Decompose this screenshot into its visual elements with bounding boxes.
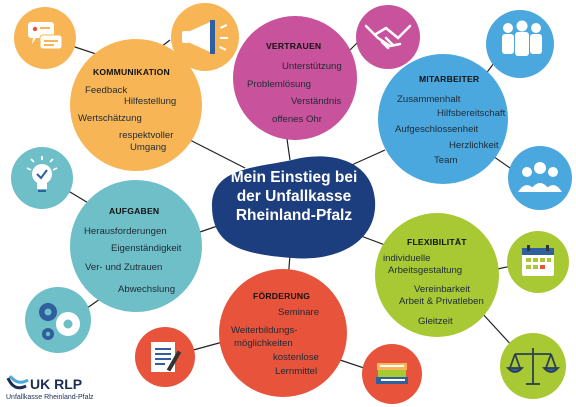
center-title-line-3: Rheinland-Pfalz bbox=[235, 207, 353, 224]
mitarbeiter-item: Aufgeschlossenheit bbox=[395, 124, 479, 135]
flexibilitaet-item: Gleitzeit bbox=[418, 316, 453, 327]
aufgaben-header: AUFGABEN bbox=[109, 206, 160, 216]
kommunikation-item: Wertschätzung bbox=[78, 113, 142, 124]
icon-circle-books bbox=[362, 344, 422, 404]
icon-circle-lightbulb bbox=[11, 147, 73, 209]
flexibilitaet-item: individuelle bbox=[383, 253, 431, 264]
foerderung-item: kostenlose bbox=[273, 352, 319, 363]
gears-icon bbox=[39, 303, 80, 340]
aufgaben-item: Abwechslung bbox=[118, 284, 176, 295]
foerderung-item: Lernmittel bbox=[275, 366, 318, 377]
kommunikation-item: Hilfestellung bbox=[124, 96, 177, 107]
center-blob bbox=[212, 156, 376, 259]
mitarbeiter-item: Herzlichkeit bbox=[449, 140, 499, 151]
megaphone-icon bbox=[182, 20, 228, 54]
vertrauen-item: Unterstützung bbox=[282, 61, 342, 72]
books-icon bbox=[376, 363, 408, 384]
flexibilitaet-item: Arbeitsgestaltung bbox=[388, 265, 463, 276]
icon-circle-chat bbox=[14, 7, 76, 69]
vertrauen-item: Problemlösung bbox=[247, 79, 311, 90]
vertrauen-header: VERTRAUEN bbox=[266, 41, 322, 51]
flexibilitaet-header: FLEXIBILITÄT bbox=[407, 237, 467, 247]
aufgaben-item: Eigenständigkeit bbox=[111, 243, 182, 254]
logo-subtitle: Unfallkasse Rheinland-Pfalz bbox=[6, 394, 94, 401]
circle-foerderung bbox=[219, 269, 347, 397]
mitarbeiter-item: Zusammenhalt bbox=[397, 94, 461, 105]
center-title: Mein Einstieg bei der Unfallkasse Rheinl… bbox=[212, 168, 376, 225]
icon-circle-document bbox=[135, 327, 195, 387]
circle-kommunikation bbox=[70, 39, 202, 171]
circle-flexibilitaet bbox=[375, 213, 499, 337]
lightbulb-icon bbox=[26, 156, 58, 192]
mitarbeiter-header: MITARBEITER bbox=[419, 74, 480, 84]
icon-circle-handshake bbox=[356, 5, 420, 69]
kommunikation-item: Umgang bbox=[130, 142, 167, 153]
team-people-icon bbox=[502, 20, 542, 56]
scales-icon bbox=[506, 348, 560, 385]
icon-circle-scales bbox=[500, 333, 566, 399]
document-pen-icon bbox=[151, 342, 182, 372]
foerderung-item: Weiterbildungs- bbox=[231, 325, 298, 336]
handshake-icon bbox=[364, 24, 412, 50]
chat-bubbles-icon bbox=[28, 22, 63, 50]
aufgaben-item: Ver- und Zutrauen bbox=[85, 262, 163, 273]
flexibilitaet-item: Vereinbarkeit bbox=[414, 284, 470, 295]
circle-vertrauen bbox=[233, 16, 357, 140]
calendar-icon bbox=[522, 245, 554, 276]
center-title-line-1: Mein Einstieg bei bbox=[230, 169, 358, 186]
flexibilitaet-item: Arbeit & Privatleben bbox=[399, 296, 484, 307]
group-people-icon bbox=[518, 162, 562, 192]
icon-circle-calendar bbox=[507, 231, 569, 293]
aufgaben-item: Herausforderungen bbox=[84, 226, 167, 237]
kommunikation-item: respektvoller bbox=[119, 130, 174, 141]
logo-name: UK RLP bbox=[30, 376, 83, 392]
foerderung-item: möglichkeiten bbox=[234, 338, 293, 349]
icon-circle-megaphone bbox=[171, 3, 239, 71]
vertrauen-item: offenes Ohr bbox=[272, 114, 322, 125]
vertrauen-item: Verständnis bbox=[291, 96, 342, 107]
mitarbeiter-item: Team bbox=[434, 155, 458, 166]
uk-rlp-logo-mark bbox=[6, 375, 29, 390]
icon-circle-team bbox=[486, 10, 554, 78]
center-title-line-2: der Unfallkasse bbox=[236, 188, 352, 205]
foerderung-header: FÖRDERUNG bbox=[253, 291, 311, 301]
mitarbeiter-item: Hilfsbereitschaft bbox=[437, 108, 506, 119]
circle-aufgaben bbox=[70, 180, 202, 312]
foerderung-item: Seminare bbox=[278, 307, 320, 318]
kommunikation-header: KOMMUNIKATION bbox=[93, 67, 170, 77]
kommunikation-item: Feedback bbox=[85, 85, 128, 96]
icon-circle-gears bbox=[25, 287, 91, 353]
circle-mitarbeiter bbox=[378, 54, 508, 184]
icon-circle-group bbox=[508, 146, 572, 210]
